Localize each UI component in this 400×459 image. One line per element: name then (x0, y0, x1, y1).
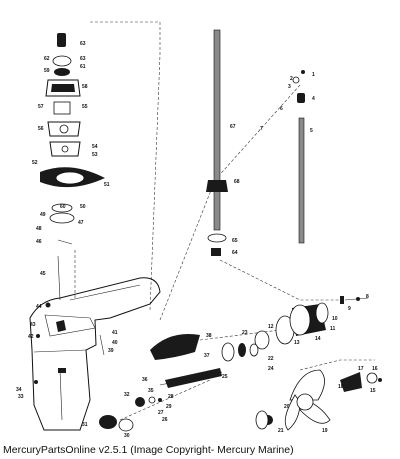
shaft-bearing-part (206, 180, 228, 192)
water-pump-assembly (34, 33, 105, 384)
part-label: 44 (36, 304, 42, 310)
part-label: 37 (204, 353, 210, 359)
part-label: 65 (232, 238, 238, 244)
prop-shaft-gears (99, 334, 259, 432)
part-label: 60 (60, 204, 66, 210)
part-label: 46 (36, 239, 42, 245)
part-label: 41 (112, 330, 118, 336)
part-label: 6 (280, 106, 283, 112)
part-label: 5 (310, 128, 313, 134)
part-label: 25 (222, 374, 228, 380)
pump-gasket-part (49, 141, 81, 157)
part-label: 52 (32, 160, 38, 166)
part-label: 24 (268, 366, 274, 372)
part-label: 8 (366, 294, 369, 300)
part-label: 51 (104, 182, 110, 188)
part-label: 47 (78, 220, 84, 226)
part-label: 1 (312, 72, 315, 78)
part-label: 59 (44, 68, 50, 74)
part-label: 2 (290, 76, 293, 82)
pump-seal-part (54, 68, 70, 76)
part-label: 36 (142, 377, 148, 383)
part-label: 50 (80, 204, 86, 210)
bearing-carrier-assembly (254, 296, 369, 350)
tube-part (57, 255, 61, 301)
part-label: 15 (370, 388, 376, 394)
part-label: 27 (158, 410, 164, 416)
part-label: 22 (268, 356, 274, 362)
part-label: 54 (92, 144, 98, 150)
part-label: 64 (232, 250, 238, 256)
part-label: 19 (322, 428, 328, 434)
part-label: 68 (234, 179, 240, 185)
part-label: 39 (108, 348, 114, 354)
part-label: 9 (348, 306, 351, 312)
part-label: 20 (284, 404, 290, 410)
part-label: 45 (40, 271, 46, 277)
propeller-assembly (255, 369, 382, 431)
drive-shaft (206, 29, 228, 256)
part-label: 49 (40, 212, 46, 218)
part-label: 63 (80, 41, 86, 47)
pump-impeller-part (53, 101, 71, 115)
part-label: 7 (260, 126, 263, 132)
part-label: 12 (268, 324, 274, 330)
part-label: 26 (162, 417, 168, 423)
part-label: 31 (82, 422, 88, 428)
part-label: 33 (18, 394, 24, 400)
part-label: 42 (28, 334, 34, 340)
part-label: 56 (38, 126, 44, 132)
part-label: 61 (80, 64, 86, 70)
part-label: 35 (148, 388, 154, 394)
part-label: 62 (44, 56, 50, 62)
part-label: 14 (315, 336, 321, 342)
part-label: 16 (372, 366, 378, 372)
part-label: 11 (330, 326, 336, 332)
part-label: 55 (82, 104, 88, 110)
part-label: 3 (288, 84, 291, 90)
shaft-shim-part (207, 233, 227, 243)
gear-housing (29, 277, 161, 431)
seal-ring-part (49, 212, 75, 224)
part-label: 30 (124, 433, 130, 439)
part-label: 17 (358, 366, 364, 372)
part-label: 48 (36, 226, 42, 232)
shift-shaft (292, 70, 305, 244)
part-label: 21 (278, 428, 284, 434)
part-label: 29 (166, 404, 172, 410)
pump-housing-part (45, 79, 81, 97)
part-label: 38 (206, 333, 212, 339)
part-label: 57 (38, 104, 44, 110)
part-label: 34 (16, 387, 22, 393)
part-label: 67 (230, 124, 236, 130)
part-label: 58 (82, 84, 88, 90)
pin-part (57, 239, 73, 245)
part-label: 53 (92, 152, 98, 158)
part-label: 32 (124, 392, 130, 398)
part-label: 4 (312, 96, 315, 102)
pump-grommet-part (52, 55, 72, 67)
part-label: 43 (30, 322, 36, 328)
pump-plate-part (47, 121, 81, 137)
image-caption: MercuryPartsOnline v2.5.1 (Image Copyrig… (3, 444, 294, 456)
part-label: 23 (242, 330, 248, 336)
drive-shaft-part (213, 29, 221, 231)
exploded-parts-diagram: 63 62 63 61 59 58 57 55 56 54 53 52 51 5… (16, 21, 382, 439)
part-label: 40 (112, 340, 118, 346)
part-label: 13 (294, 340, 300, 346)
part-label: 10 (332, 316, 338, 322)
part-label: 28 (168, 394, 174, 400)
part-number-labels: 63 62 63 61 59 58 57 55 56 54 53 52 51 5… (16, 41, 378, 439)
part-label: 63 (80, 56, 86, 62)
o-ring-part (51, 203, 73, 213)
part-label: 18 (338, 384, 344, 390)
pump-tube-part (57, 33, 66, 47)
shift-shaft-part (298, 117, 305, 244)
shaft-cup-part (211, 248, 221, 256)
